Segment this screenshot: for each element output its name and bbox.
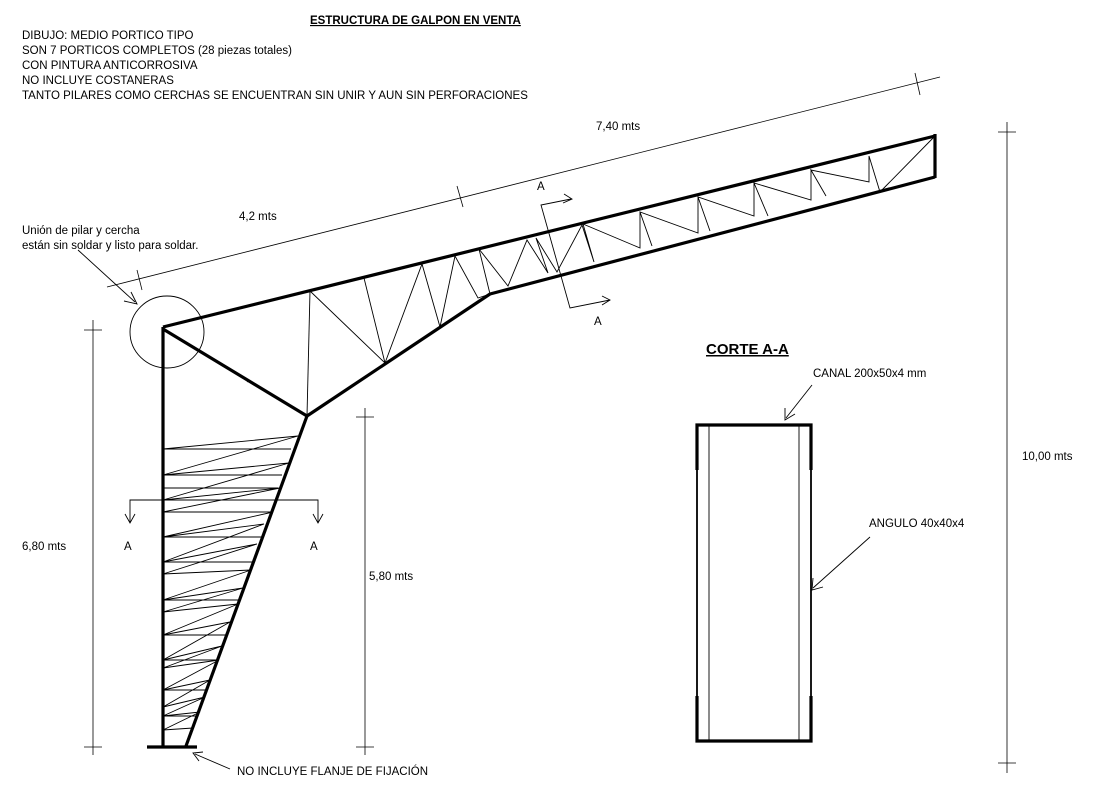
note-line-3: CON PINTURA ANTICORROSIVA (22, 60, 198, 72)
angulo-leader (812, 536, 871, 589)
canal-arrowhead (784, 408, 796, 421)
total-height-dimension: 10,00 mts (998, 122, 1073, 773)
note-line-5: TANTO PILARES COMO CERCHAS SE ENCUENTRAN… (22, 90, 528, 102)
section-mark-label-top: A (537, 181, 545, 193)
column-section-label-left: A (124, 541, 132, 553)
union-leader (77, 249, 136, 303)
total-height-label: 10,00 mts (1022, 451, 1073, 463)
column-lacing (162, 435, 299, 731)
section-mark-column: A A (124, 499, 324, 553)
union-note-line-1: Unión de pilar y cercha (22, 225, 140, 237)
union-arrowhead (123, 291, 138, 305)
roof-partial-label: 4,2 mts (239, 211, 277, 223)
roof-total-label: 7,40 mts (596, 121, 640, 133)
drawing-title: ESTRUCTURA DE GALPON EN VENTA (310, 15, 521, 27)
angulo-arrowhead (811, 577, 824, 591)
base-note-arrowhead (192, 751, 204, 762)
section-mark-label-bottom: A (594, 316, 602, 328)
union-circle (129, 295, 205, 369)
roof-dimension: 7,40 mts 4,2 mts (106, 72, 941, 291)
canal-label: CANAL 200x50x4 mm (813, 368, 926, 380)
note-line-4: NO INCLUYE COSTANERAS (22, 75, 174, 87)
portal-frame (147, 134, 937, 749)
base-note-leader (194, 753, 231, 770)
note-line-1: DIBUJO: MEDIO PORTICO TIPO (22, 30, 194, 42)
column-section-label-right: A (310, 541, 318, 553)
base-note: NO INCLUYE FLANJE DE FIJACIÓN (237, 765, 428, 778)
angulo-label: ANGULO 40x40x4 (869, 518, 965, 530)
section-title: CORTE A-A (706, 341, 789, 358)
inner-height-label: 5,80 mts (369, 571, 413, 583)
section-mark-rafter: A A (537, 181, 611, 328)
haunch-lacing (306, 254, 491, 417)
inner-height-dimension: 5,80 mts (356, 408, 413, 755)
column-height-dimension: 6,80 mts (22, 320, 102, 755)
column-height-label: 6,80 mts (22, 541, 66, 553)
union-note-line-2: están sin soldar y listo para soldar. (22, 240, 198, 252)
rafter-lacing (478, 135, 936, 295)
note-line-2: SON 7 PORTICOS COMPLETOS (28 piezas tota… (22, 45, 292, 57)
section-detail: CORTE A-A CANAL 200x50x4 mm ANGULO 40x40… (695, 341, 965, 743)
canal-leader (785, 384, 813, 419)
